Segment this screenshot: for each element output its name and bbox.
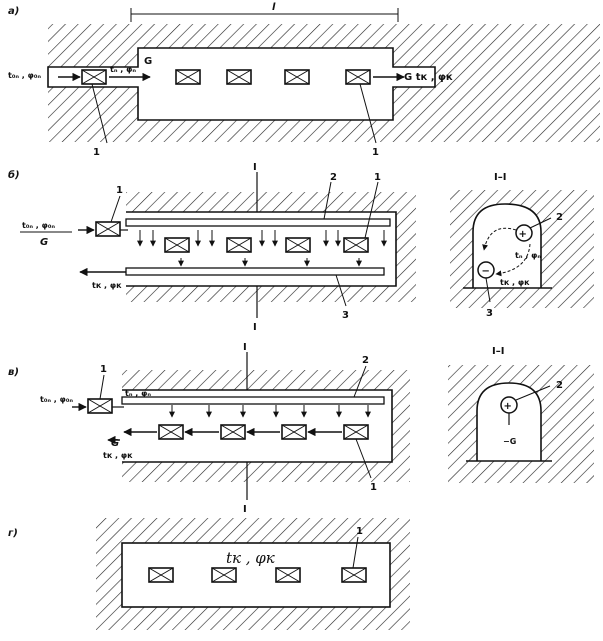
section-mark: I — [253, 162, 257, 173]
section-flow-label: −G — [503, 437, 516, 446]
distribution-arrows — [169, 405, 371, 418]
callout-line — [355, 438, 372, 479]
distribution-arrows — [137, 230, 387, 267]
supply-duct — [125, 218, 391, 227]
section-inlet-label: tₙ , φₙ — [515, 251, 541, 260]
callout-line — [485, 277, 491, 303]
cooling-unit — [164, 237, 190, 253]
flow-label: G — [40, 237, 48, 248]
callout-line — [359, 83, 377, 144]
flow-label: G — [111, 438, 119, 449]
inlet-state-label: t₀ₙ , φ₀ₙ — [22, 221, 55, 230]
mid-state-label: tₙ , φₙ — [125, 389, 151, 398]
return-duct — [125, 267, 385, 276]
callout-2: 2 — [362, 355, 369, 366]
cooling-unit — [284, 69, 310, 85]
supply-duct-section — [515, 224, 533, 242]
callout-1: 1 — [372, 147, 379, 158]
cooling-unit — [211, 567, 237, 583]
callout-1: 1 — [356, 526, 363, 537]
callout-1: 1 — [370, 482, 377, 493]
outlet-state-label: tк , φк — [92, 281, 122, 290]
cooling-unit — [158, 424, 184, 440]
minus-sign: − — [482, 266, 490, 277]
callout-line — [352, 536, 359, 569]
callout-3: 3 — [342, 310, 349, 321]
callout-line — [529, 217, 552, 229]
chamber-state-label: tк , φк — [226, 549, 275, 567]
panel-v: в) t₀ₙ , φ₀ₙ tₙ , φₙ G tк , — [8, 342, 594, 515]
section-title: I–I — [492, 346, 504, 357]
cooling-unit — [175, 69, 201, 85]
panel-g-label: г) — [8, 528, 18, 539]
callout-line — [110, 195, 121, 223]
air-cooler-unit — [87, 398, 113, 414]
cooling-unit — [341, 567, 367, 583]
callout-line — [353, 365, 367, 398]
cooling-unit — [148, 567, 174, 583]
callout-2: 2 — [330, 172, 337, 183]
callout-line — [335, 274, 347, 307]
panel-g: г) tк , φк 1 — [8, 518, 410, 630]
callout-1: 1 — [100, 364, 107, 375]
panel-b: б) — [8, 162, 594, 333]
cooling-unit — [281, 424, 307, 440]
callout-1: 1 — [93, 147, 100, 158]
callout-2: 2 — [556, 212, 563, 223]
section-outlet-label: tк , φк — [500, 278, 530, 287]
panel-a: а) l t₀ₙ , φ₀ₙ G tₙ , φₙ G tк , φк 1 1 — [8, 2, 600, 158]
callout-2: 2 — [556, 380, 563, 391]
plus-sign: + — [504, 401, 512, 412]
outlet-state-label: tк , φк — [103, 451, 133, 460]
circulation-arrow — [482, 227, 517, 251]
plus-sign: + — [519, 229, 527, 240]
inlet-state-label: t₀ₙ , φ₀ₙ — [8, 71, 41, 80]
cooling-unit — [220, 424, 246, 440]
cooling-unit — [343, 237, 369, 253]
callout-line — [364, 181, 379, 239]
section-title: I–I — [494, 172, 506, 183]
length-label: l — [272, 2, 276, 13]
cooling-unit — [226, 69, 252, 85]
section-mark: I — [243, 342, 247, 353]
cooling-unit — [81, 69, 107, 85]
panel-a-label: а) — [8, 6, 19, 17]
outlet-state-label: G tк , φк — [404, 72, 453, 83]
supply-duct — [121, 396, 385, 405]
cooling-unit — [226, 237, 252, 253]
callout-line — [323, 181, 332, 220]
panel-v-label: в) — [8, 367, 19, 378]
panel-b-label: б) — [8, 169, 20, 181]
mid-state-label: tₙ , φₙ — [110, 65, 136, 74]
cooling-unit — [345, 69, 371, 85]
callout-line — [515, 385, 551, 401]
air-cooler-unit — [95, 221, 121, 237]
callout-1: 1 — [374, 172, 381, 183]
callout-3: 3 — [486, 308, 493, 319]
cooling-unit — [275, 567, 301, 583]
callout-1: 1 — [116, 185, 123, 196]
flow-label: G — [144, 56, 152, 67]
callout-line — [91, 83, 108, 144]
cooling-unit — [285, 237, 311, 253]
inlet-state-label: t₀ₙ , φ₀ₙ — [40, 395, 73, 404]
section-mark: I — [243, 504, 247, 515]
section-mark: I — [253, 322, 257, 333]
callout-line — [99, 374, 105, 400]
cooling-unit — [343, 424, 369, 440]
